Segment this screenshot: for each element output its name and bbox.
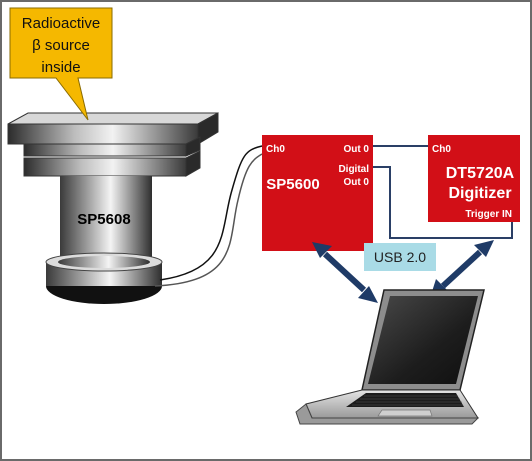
laptop-trackpad	[377, 409, 433, 417]
amplifier-digital-out-label: Out 0	[343, 177, 369, 188]
digitizer-ch0-label: Ch0	[432, 144, 451, 155]
signal-cable-2	[154, 153, 263, 287]
usb-label-group: USB 2.0	[364, 243, 436, 271]
photomultiplier-body	[60, 176, 152, 264]
detector-sp5608: SP5608	[7, 112, 219, 304]
laptop-screen	[368, 296, 478, 384]
trigger-cable	[373, 166, 513, 239]
digitizer-dt5720a: Ch0 DT5720A Digitizer Trigger IN	[428, 135, 520, 222]
amplifier-box	[262, 135, 373, 251]
laptop-base-edge	[295, 403, 480, 425]
cables	[154, 145, 513, 287]
usb-arrow-left-head-bottom	[358, 286, 378, 303]
signal-cable-1	[159, 145, 263, 281]
source-holder-top	[7, 112, 219, 125]
usb-label-box	[364, 243, 436, 271]
digitizer-box	[428, 135, 520, 222]
callout-line-2: β source	[32, 37, 90, 54]
usb-label: USB 2.0	[374, 249, 426, 265]
callout-line-1: Radioactive	[22, 15, 100, 32]
usb-arrow-right-shaft	[440, 249, 483, 289]
amplifier-title: SP5600	[266, 176, 319, 193]
laptop-computer	[295, 289, 485, 425]
laptop-keyboard	[346, 393, 464, 407]
digitizer-title-1: DT5720A	[446, 165, 515, 182]
usb-arrows	[312, 240, 494, 303]
digitizer-title-2: Digitizer	[448, 185, 511, 202]
usb-arrow-left-shaft	[322, 251, 367, 293]
usb-arrow-right-head-top	[474, 240, 494, 257]
amplifier-digital-label: Digital	[338, 164, 369, 175]
spacer-plate	[23, 143, 187, 157]
callout-bubble	[9, 7, 113, 121]
detector-label: SP5608	[77, 211, 130, 228]
digitizer-trigger-label: Trigger IN	[465, 209, 512, 220]
usb-arrow-left-head-top	[312, 242, 332, 258]
callout-line-3: inside	[41, 59, 80, 76]
amplifier-out0-label: Out 0	[343, 144, 369, 155]
source-holder-plate	[7, 123, 199, 145]
source-callout: Radioactive β source inside	[9, 7, 113, 121]
amplifier-ch0-label: Ch0	[266, 144, 285, 155]
amplifier-sp5600: Ch0 Out 0 Digital Out 0 SP5600	[262, 135, 373, 251]
mount-plate	[23, 157, 187, 177]
